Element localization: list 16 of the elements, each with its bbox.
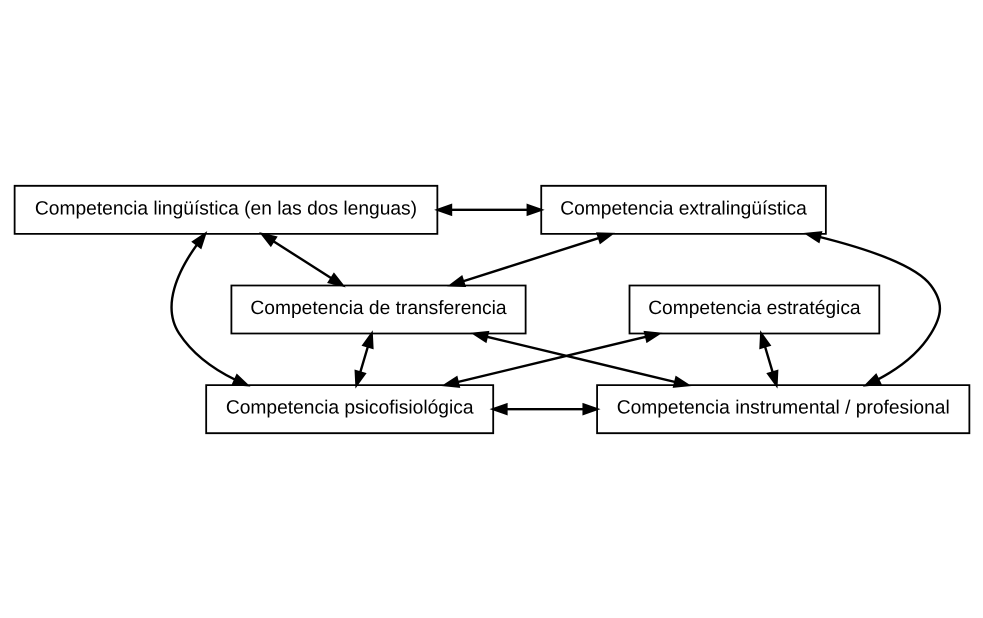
node-box: Competencia instrumental / profesional (596, 384, 970, 434)
node-box: Competencia estratégica (628, 284, 880, 334)
arrow (258, 232, 346, 287)
arrow (446, 232, 615, 286)
node-box: Competencia lingüística (en las dos lenguas) (13, 184, 438, 234)
arrow (434, 203, 544, 216)
arrow (489, 402, 600, 415)
arrow (440, 330, 662, 388)
node-box: Competencia extralingüística (540, 184, 826, 234)
arrow (802, 230, 941, 386)
arrow (758, 330, 778, 388)
node-box: Competencia psicofisiológica (204, 384, 494, 434)
arrow (354, 330, 374, 388)
node-box: Competencia de transferencia (230, 284, 526, 334)
arrow (170, 230, 250, 386)
arrow (470, 330, 692, 388)
